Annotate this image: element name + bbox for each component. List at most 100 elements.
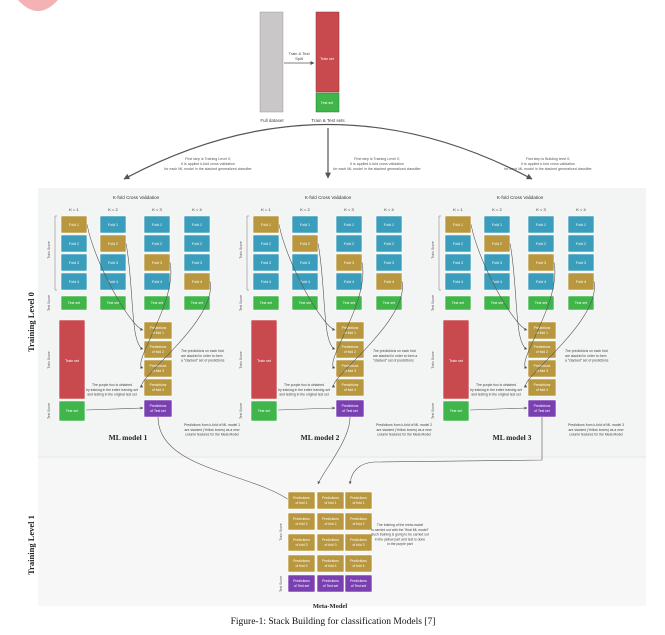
fold-label: Fold 1 [108, 223, 118, 227]
model-to-meta-arrow [157, 416, 293, 503]
meta-model-name: Meta-Model [313, 603, 347, 610]
stack-note: The predictions on each fold [181, 349, 224, 353]
level1-label: Training Level 1 [26, 515, 36, 575]
prediction-label: Predictions [534, 383, 551, 387]
meta-fold-box [316, 533, 345, 552]
full-dataset-label: Full dataset [260, 118, 284, 123]
figure-caption: Figure-1: Stack Building for classificat… [231, 616, 436, 627]
split-label-line1: Train & Test [288, 51, 310, 56]
fold-label: Fold 4 [576, 280, 586, 284]
split-label-line2: Split [295, 56, 304, 61]
meta-note: The training of the meta-model [377, 523, 423, 527]
fold-label: Fold 1 [69, 223, 79, 227]
meta-box-label: Predictions [293, 579, 310, 583]
fold-box [183, 215, 211, 234]
k-label: K = 1 [69, 207, 79, 212]
fold-label: Fold 1 [453, 223, 463, 227]
final-note: column features for the Meta-Model [185, 433, 239, 437]
meta-box-label: Predictions [350, 579, 367, 583]
fold-label: Fold 3 [192, 261, 202, 265]
meta-box-label: Predictions [293, 496, 310, 500]
branch-arc [123, 123, 533, 180]
prediction-label: Predictions [150, 345, 167, 349]
model-name: ML model 3 [493, 433, 532, 442]
stack-note: The predictions on each fold [565, 349, 608, 353]
fold-to-prediction-arrow [509, 243, 528, 350]
meta-box-label: Predictions [350, 559, 367, 563]
meta-fold-box [344, 491, 373, 510]
test-bracket-label-2: Test Score [431, 403, 435, 419]
k-label: K = 4 [576, 207, 586, 212]
fold-box [252, 234, 280, 253]
meta-fold-box [287, 554, 316, 573]
kfold-test-label: Test set [107, 301, 119, 305]
fold-label: Fold 4 [344, 280, 354, 284]
fold-label: Fold 3 [453, 261, 463, 265]
meta-box-label: Predictions [322, 579, 339, 583]
train-bracket-label-2: Train Score [431, 351, 435, 369]
kfold-test-box [291, 295, 319, 311]
model-name: ML model 2 [301, 433, 340, 442]
purple-note: by training in the entire training set [470, 388, 522, 392]
model-test-set-label: Test set [66, 409, 78, 413]
meta-fold-box [316, 554, 345, 573]
fold-label: Fold 4 [453, 280, 463, 284]
fold-label: Fold 1 [384, 223, 394, 227]
model-train-set-bar [442, 319, 470, 400]
meta-box-label-2: of fold 2 [295, 522, 307, 526]
k-label: K = 3 [344, 207, 354, 212]
kfold-test-box [60, 295, 88, 311]
kfold-test-label: Test set [343, 301, 355, 305]
kfold-test-box [375, 295, 403, 311]
meta-fold-box [316, 491, 345, 510]
fold-box [483, 215, 511, 234]
fold-to-prediction-arrow [139, 281, 211, 388]
kfold-title: K-fold Cross Validation [497, 195, 544, 200]
fold-label: Fold 1 [152, 223, 162, 227]
fold-to-prediction-arrow [523, 281, 595, 388]
fold-to-prediction-arrow [125, 243, 144, 350]
meta-box-label: Predictions [293, 538, 310, 542]
meta-box-label-2: of fold 1 [352, 501, 364, 505]
purple-note: and testing in the original test set [87, 393, 137, 397]
fold-box [335, 215, 363, 234]
meta-fold-box [287, 533, 316, 552]
fold-to-prediction-arrow [278, 224, 336, 331]
fold-box [99, 253, 127, 272]
fold-label: Fold 2 [384, 242, 394, 246]
meta-box-label: Predictions [350, 496, 367, 500]
top-test-set-bar [315, 92, 340, 113]
meta-box-label: Predictions [322, 496, 339, 500]
purple-note: by training in the entire training set [86, 388, 138, 392]
fold-label: Fold 1 [536, 223, 546, 227]
kfold-test-box [567, 295, 595, 311]
fold-box [183, 253, 211, 272]
k-label: K = 2 [300, 207, 310, 212]
branch-note-1: First step is Training Level 0; It is ap… [164, 157, 252, 171]
kfold-test-box [444, 295, 472, 311]
test-bracket-label: Test Score [239, 295, 243, 311]
top-train-set-bar [315, 11, 340, 93]
fold-box [60, 234, 88, 253]
fold-to-prediction-arrow [317, 243, 336, 350]
fold-label: Fold 4 [108, 280, 118, 284]
fold-label: Fold 3 [536, 261, 546, 265]
model-train-set-bar [58, 319, 86, 400]
prediction-fold-box [143, 340, 173, 359]
level0-label: Training Level 0 [26, 292, 36, 352]
kfold-test-box [483, 295, 511, 311]
meta-box-label-2: of fold 2 [352, 522, 364, 526]
prediction-fold-box [335, 321, 365, 340]
model-name: ML model 1 [109, 433, 148, 442]
stack-note: a "stacked" set of predictions [565, 359, 609, 363]
prediction-label-2: of fold 4 [536, 388, 548, 392]
prediction-label: Predictions [342, 345, 359, 349]
prediction-label-2: of fold 1 [344, 331, 356, 335]
prediction-label-2: of fold 3 [344, 369, 356, 373]
fold-label: Fold 2 [108, 242, 118, 246]
test-bracket-label: Test Score [47, 295, 51, 311]
meta-fold-box [316, 512, 345, 531]
fold-label: Fold 4 [492, 280, 502, 284]
